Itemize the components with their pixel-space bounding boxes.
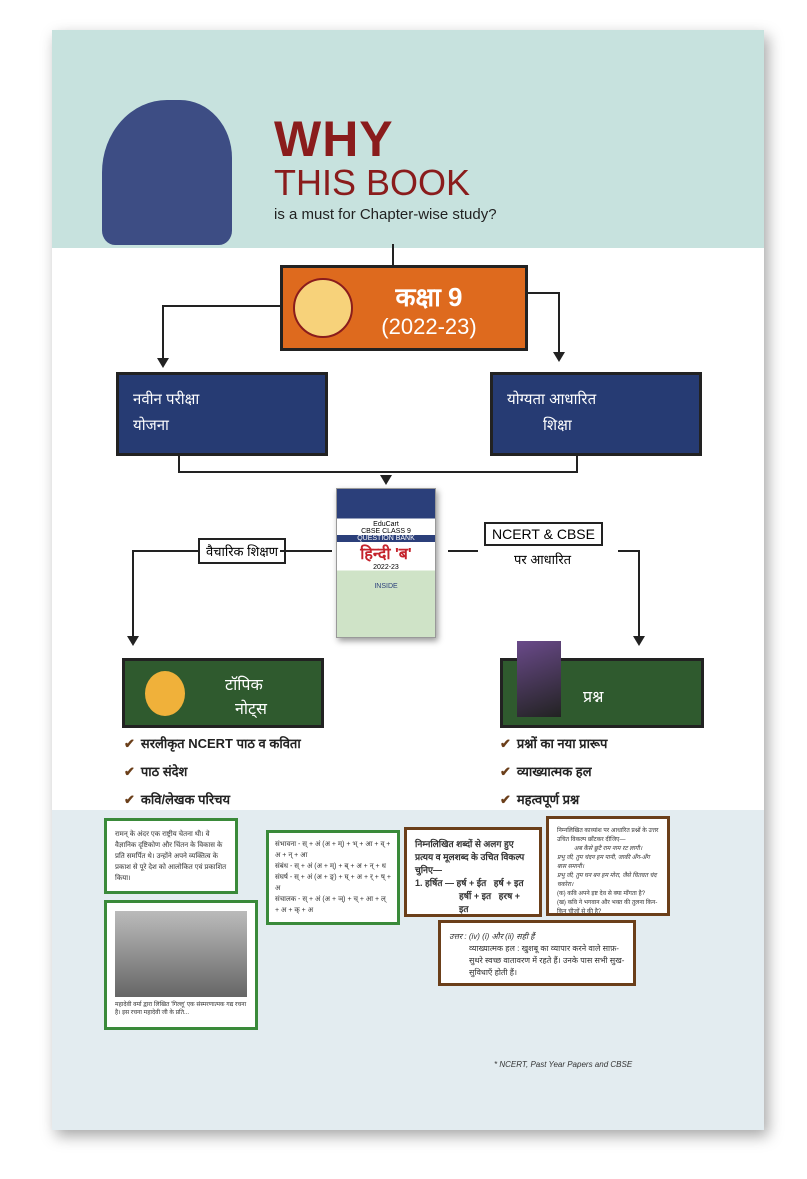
competency-line2: शिक्षा: [543, 417, 572, 434]
sample-sandhi-card: संभावना - स् + अं (अ + म्) + भ् + आ + व्…: [266, 830, 400, 925]
conceptual-learning-tag: वैचारिक शिक्षण: [198, 538, 287, 564]
topic-notes-box: टॉपिक नोट्स: [122, 658, 324, 728]
year-label: (2022-23): [381, 314, 477, 339]
check-icon: ✔: [500, 792, 511, 807]
book-year: 2022-23: [373, 564, 399, 571]
list-item: ✔सरलीकृत NCERT पाठ व कविता: [124, 736, 301, 751]
sample-picture-card: महादेवी वर्मा द्वारा लिखित 'गिल्लू' एक स…: [104, 900, 258, 1030]
sample-answer-card: उत्तर : (iv) (i) और (ii) सही हैं व्याख्य…: [438, 920, 636, 986]
sample-question-card: निम्नलिखित शब्दों से अलग हुए प्रत्यय व म…: [404, 827, 542, 917]
illustration-image: [115, 911, 247, 997]
check-icon: ✔: [124, 764, 135, 779]
questions-label: प्रश्न: [583, 689, 604, 706]
book-brand: EduCart: [373, 521, 399, 528]
headline-this-book: THIS BOOK: [274, 162, 471, 203]
list-item: ✔व्याख्यात्मक हल: [500, 764, 592, 779]
sample-note-card: रामन् के अंदर एक राष्ट्रीय चेतना थी। वे …: [104, 818, 238, 894]
class-box: कक्षा 9 (2022-23): [280, 265, 528, 351]
sample-poem-card: निम्नलिखित काव्यांश पर आधारित प्रश्नों क…: [546, 816, 670, 916]
exam-scheme-box: नवीन परीक्षा योजना: [116, 372, 328, 456]
quill-ink-icon: [517, 641, 561, 717]
check-icon: ✔: [124, 736, 135, 751]
exam-scheme-line1: नवीन परीक्षा: [133, 391, 200, 408]
book-title: हिन्दी 'ब': [360, 546, 412, 563]
list-item: ✔पाठ संदेश: [124, 764, 188, 779]
book-type: QUESTION BANK: [337, 535, 435, 542]
poster: WHY THIS BOOK is a must for Chapter-wise…: [52, 30, 764, 1130]
headline-subtitle: is a must for Chapter-wise study?: [274, 206, 497, 223]
exam-scheme-line2: योजना: [133, 417, 169, 434]
ncert-cbse-tag: NCERT & CBSE: [484, 522, 603, 546]
lightbulb-icon: [145, 671, 185, 716]
topic-notes-line2: नोट्स: [235, 701, 267, 718]
topic-features-list: ✔सरलीकृत NCERT पाठ व कविता ✔पाठ संदेश ✔क…: [124, 734, 301, 818]
list-item: ✔प्रश्नों का नया प्रारूप: [500, 736, 608, 751]
list-item: ✔कवि/लेखक परिचय: [124, 792, 231, 807]
check-icon: ✔: [500, 764, 511, 779]
questions-box: प्रश्न: [500, 641, 704, 728]
class-label: कक्षा 9: [395, 282, 463, 312]
check-icon: ✔: [124, 792, 135, 807]
check-icon: ✔: [500, 736, 511, 751]
book-cover: EduCart CBSE CLASS 9 QUESTION BANK हिन्द…: [336, 488, 436, 638]
book-inside: INSIDE: [374, 583, 398, 590]
list-item: ✔महत्वपूर्ण प्रश्न: [500, 792, 580, 807]
competency-line1: योग्यता आधारित: [507, 391, 597, 408]
cbse-seal-logo: [293, 278, 353, 338]
student-illustration: [102, 100, 232, 245]
headline-why: WHY: [274, 111, 394, 167]
footnote: * NCERT, Past Year Papers and CBSE: [494, 1060, 633, 1069]
topic-notes-line1: टॉपिक: [225, 677, 263, 694]
question-features-list: ✔प्रश्नों का नया प्रारूप ✔व्याख्यात्मक ह…: [500, 734, 607, 818]
competency-box: योग्यता आधारित शिक्षा: [490, 372, 702, 456]
book-class: CBSE CLASS 9: [361, 528, 411, 535]
ncert-cbse-subtext: पर आधारित: [514, 552, 572, 567]
